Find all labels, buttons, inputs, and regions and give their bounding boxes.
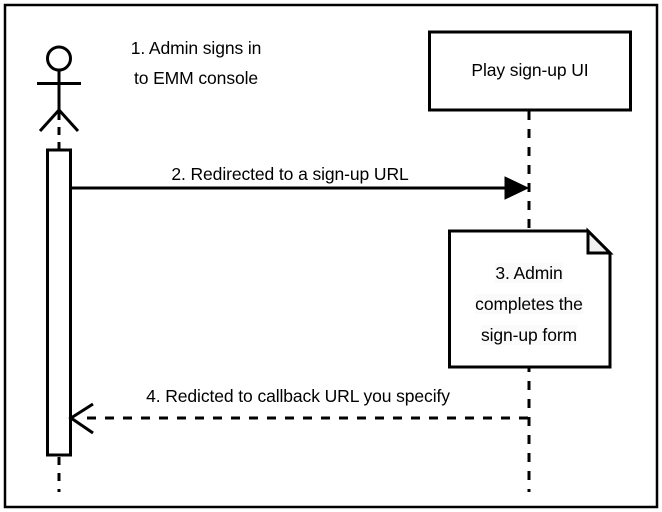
actor-activation-bar [46, 148, 72, 457]
play-signup-ui-box[interactable] [428, 30, 632, 112]
message-1-arrowhead-icon [504, 176, 530, 200]
message-2-arrowhead-icon [68, 402, 94, 435]
actor-left-leg-line [38, 108, 61, 133]
note-line-3: sign-up form [480, 325, 578, 345]
note-line-1: 3. Admin [495, 263, 563, 283]
actor-right-leg-line [57, 108, 80, 133]
play-signup-ui-label: Play sign-up UI [471, 60, 589, 80]
note-line-2: completes the [475, 294, 583, 314]
actor-stick-figure-icon [37, 45, 81, 133]
message-2-label: 4. Redicted to callback URL you specify [146, 386, 450, 406]
note-text: 3. Admin completes the sign-up form [452, 258, 606, 351]
actor-head-icon [46, 45, 72, 72]
note-fold-corner-icon [586, 227, 614, 255]
actor-caption-label: 1. Admin signs in to EMM console [130, 38, 262, 88]
message-1-label: 2. Redirected to a sign-up URL [171, 164, 409, 184]
